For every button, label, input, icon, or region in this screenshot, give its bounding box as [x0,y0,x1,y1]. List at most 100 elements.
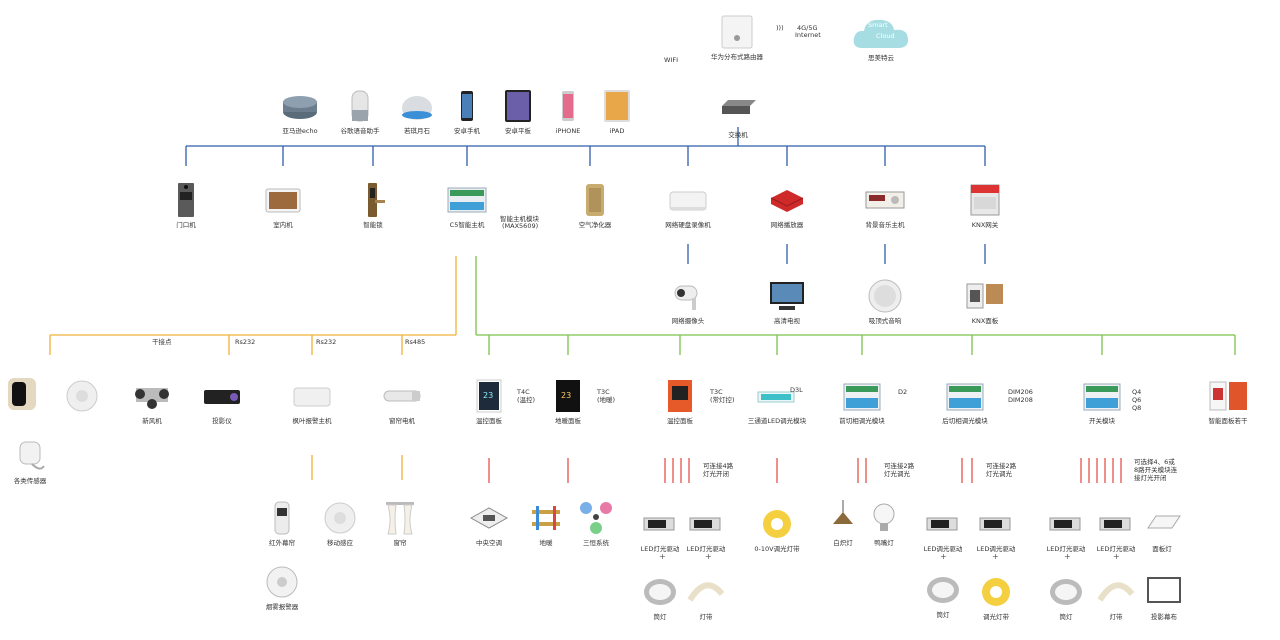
voice-device-2: 若琪月石 [387,88,447,136]
bottom-device-14: LED灯光驱动 [1086,506,1146,554]
last-device-5: 筒灯 [1036,574,1096,622]
subsystem-sensor-hub-2 [52,378,112,418]
thermostat-panel-icon [660,378,700,414]
led-driver-icon [923,506,963,542]
knx-panel-icon [965,278,1005,314]
subsystem-tag-5-1: (温控) [517,396,536,404]
router-node: 华为分布式路由器 [707,14,767,62]
node-label: 吸顶式音响 [868,317,902,325]
curtain-icon [380,500,420,536]
floor-heat-panel-icon: 23 [548,378,588,414]
lan-device-7: 背景音乐主机 [855,182,915,230]
router-icon [717,14,757,50]
plus-sign-3: + [992,552,999,561]
subsystem-tag-7-0: T3C [710,388,723,396]
voice-device-4: 安卓平板 [488,88,548,136]
plus-sign-1: + [705,552,712,561]
node-label: 亚马逊echo [282,127,318,135]
lan-child-2: 吸顶式音响 [855,278,915,326]
subsystem-tag-9-0: D2 [898,388,908,396]
node-label: 0-10V调光灯带 [754,545,800,553]
note-1-1: 灯光调光 [884,470,910,478]
node-label: 空气净化器 [578,221,612,229]
led-driver-icon [1096,506,1136,542]
node-label: 中央空调 [476,539,502,547]
projection-screen-icon [1144,574,1184,610]
node-label: 鸭嘴灯 [874,539,894,547]
door-station-icon [166,182,206,218]
wifi-label: WIFI [664,56,678,64]
bottom-device-10: 鸭嘴灯 [854,500,914,548]
last-device-1: 筒灯 [630,574,690,622]
node-label: 调光灯带 [983,613,1009,621]
trailing-dimmer-icon [945,378,985,414]
android-phone-icon [447,88,487,124]
echo-speaker-icon [280,88,320,124]
node-label: 交换机 [728,131,748,139]
node-label: 若琪月石 [404,127,430,135]
bottom-device-0: 红外幕帘 [252,500,312,548]
lan-device-2: 智能锁 [343,182,403,230]
node-label: 室内机 [273,221,293,229]
bus-label-3: Rs485 [405,338,426,346]
subsystem-10: 后切相调光模块 [935,378,995,426]
note-2-0: 可连接2路 [986,462,1017,470]
subsystem-tag-11-1: Q6 [1132,396,1142,404]
led-driver-icon [976,506,1016,542]
spotlight-icon [923,572,963,608]
led-driver-icon [1046,506,1086,542]
subsystem-12: 智能面板若干 [1198,378,1258,426]
curtain-motor-icon [382,378,422,414]
downlight-icon [1046,574,1086,610]
node-label: 背景音乐主机 [865,221,905,229]
light-strip-icon [1096,574,1136,610]
node-label: 开关模块 [1089,417,1115,425]
subsystem-9: 前切相调光模块 [832,378,892,426]
node-label: LED灯光驱动 [1046,545,1086,553]
subsystem-1: 新风机 [122,378,182,426]
voice-device-3: 安卓手机 [437,88,497,136]
voice-device-1: 谷歌语音助手 [330,88,390,136]
node-label: 投影仪 [212,417,232,425]
alarm-host-icon [292,378,332,414]
node-label: 温控面板 [476,417,502,425]
bottom-device-6: LED灯光驱动 [630,506,690,554]
air-purifier-icon [575,182,615,218]
subsystem-sensor-hub [0,376,52,416]
lan-child-3: KNX面板 [955,278,1015,326]
switch-icon [718,92,758,128]
note-3-2: 接灯光开闭 [1134,474,1167,482]
node-label: 各类传感器 [13,477,47,485]
ir-curtain-icon [262,500,302,536]
smart-host-icon [447,182,487,218]
music-host-icon [865,182,905,218]
led-driver-icon [640,506,680,542]
bottom-device-8: 0-10V调光灯带 [747,506,807,554]
node-label: LED调光驱动 [976,545,1016,553]
cloud-text-smart: Smart [868,21,888,29]
ceiling-speaker-icon [865,278,905,314]
bottom-device-9: 白炽灯 [813,500,873,548]
led-dimmer-icon [757,378,797,414]
node-label: 门口机 [176,221,196,229]
panel-light-icon [1142,506,1182,542]
bottom-device-3: 中央空调 [459,500,519,548]
node-label: 智能锁 [363,221,383,229]
node-label: LED调光驱动 [923,545,963,553]
network-player-icon [767,182,807,218]
cloud-label: 思美特云 [868,54,894,62]
note-0-1: 灯光开闭 [703,470,729,478]
plus-sign-0: + [659,552,666,561]
last-device-6: 灯带 [1086,574,1146,622]
subsystem-tag-5-0: T4C [517,388,530,396]
subsystem-4: 窗帘电机 [372,378,432,426]
bottom-device-5: 三恒系统 [566,500,626,548]
google-home-icon [340,88,380,124]
lan-device-8: KNX网关 [955,182,1015,230]
subsystem-8: 三通道LED调光模块 [747,378,807,426]
lan-device-0: 门口机 [156,182,216,230]
host-sub-2: (MAX5609) [502,222,539,230]
iphone-icon [548,88,588,124]
